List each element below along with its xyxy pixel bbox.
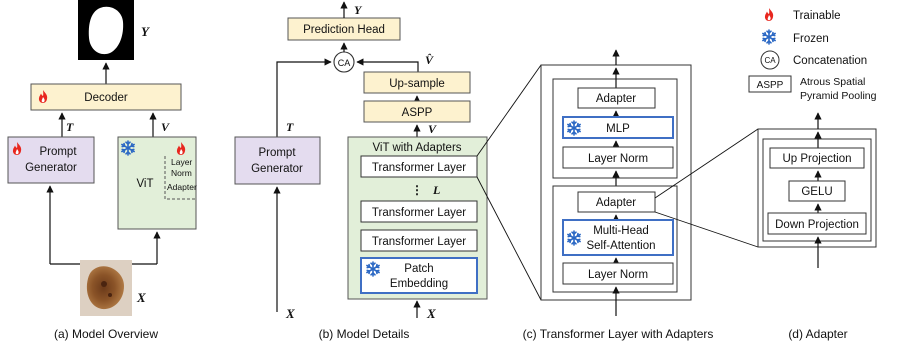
layer-norm-box-lower [562,262,674,285]
patch-embedding-label-2: Embedding [390,278,448,290]
vit-label: ViT [136,178,153,190]
panel-b: Prediction Head Y CA T V̂ Up-sample ASPP… [234,1,542,341]
lesion-image [80,260,132,316]
legend-concatenation: Concatenation [793,55,867,67]
prompt-generator-label-2: Generator [251,163,303,175]
symbol-v: V [161,120,170,134]
layer-label: Layer [171,157,192,167]
adapter-box-upper [577,87,656,109]
mask-image [78,0,134,60]
transformer-layer-mid [360,200,478,223]
legend-ca-node [760,50,780,70]
prediction-head-label: Prediction Head [303,24,385,36]
mha-box [562,219,674,256]
transformer-layer-label: Transformer Layer [372,236,466,248]
symbol-v-hat: V̂ [425,53,434,67]
transformer-layer-top [360,155,478,178]
legend-aspp-box [748,75,792,93]
adapter-label: Adapter [596,197,636,209]
symbol-y: Y [141,24,150,39]
flame-icon [764,8,774,21]
prompt-generator-label-1: Prompt [39,146,77,158]
snowflake-icon [762,29,776,45]
mlp-label: MLP [606,123,630,135]
symbol-t: T [286,120,294,134]
panel-d: Up Projection GELU Down Projection (d) A… [757,112,877,341]
norm-label: Norm [171,168,192,178]
down-projection-box [767,212,867,235]
layer-norm-label: Layer Norm [588,269,648,281]
adapter-box-lower [577,191,656,213]
down-projection-label: Down Projection [775,219,859,231]
aspp-label: ASPP [402,107,433,119]
decoder-label: Decoder [84,92,128,104]
symbol-x: X [136,290,146,305]
symbol-x: X [285,306,295,321]
caption-c: (c) Transformer Layer with Adapters [523,327,714,341]
legend-aspp-line1: Atrous Spatial [800,76,865,88]
symbol-t: T [66,120,74,134]
adapter-label: Adapter [167,182,197,192]
mlp-box [562,116,674,139]
prompt-generator-label-2: Generator [25,162,77,174]
legend: Trainable Frozen CA Concatenation ASPP A… [748,8,877,102]
panel-c: Adapter MLP Layer Norm Adapter Multi-Hea… [523,49,759,341]
transformer-layer-label: Transformer Layer [372,162,466,174]
caption-d: (d) Adapter [788,327,847,341]
decoder-box [30,83,182,111]
legend-trainable: Trainable [793,10,841,22]
caption-b: (b) Model Details [319,327,410,341]
legend-aspp-symbol: ASPP [757,80,784,91]
legend-frozen: Frozen [793,33,829,45]
transformer-layer-bottom [360,229,478,252]
mha-label-2: Self-Attention [586,240,655,252]
up-projection-box [769,147,865,169]
upsample-label: Up-sample [389,78,445,90]
ellipsis: ⋮ [411,183,423,197]
mha-label-1: Multi-Head [593,225,649,237]
gelu-label: GELU [801,186,832,198]
prompt-generator-label-1: Prompt [258,147,296,159]
patch-embedding-label-1: Patch [404,263,433,275]
symbol-v: V [428,122,437,136]
vit-with-adapters-label: ViT with Adapters [372,142,461,154]
aspp-box [363,100,471,123]
symbol-y: Y [354,3,363,17]
ca-label: CA [338,58,351,68]
prompt-generator-box [7,136,95,184]
symbol-l: L [432,183,440,197]
up-projection-label: Up Projection [782,153,851,165]
symbol-x: X [426,306,436,321]
gelu-box [788,180,846,202]
prompt-generator-box [234,136,321,185]
layer-norm-box-upper [562,146,674,169]
legend-ca-symbol: CA [764,56,776,65]
adapter-label: Adapter [596,93,636,105]
panel-a: Y Decoder T V Prompt Generator ViT Layer… [7,0,197,341]
legend-aspp-line2: Pyramid Pooling [800,90,877,102]
caption-a: (a) Model Overview [54,327,158,341]
upsample-box [363,71,471,94]
patch-embedding-box [360,257,478,294]
layer-norm-label: Layer Norm [588,153,648,165]
transformer-layer-label: Transformer Layer [372,207,466,219]
